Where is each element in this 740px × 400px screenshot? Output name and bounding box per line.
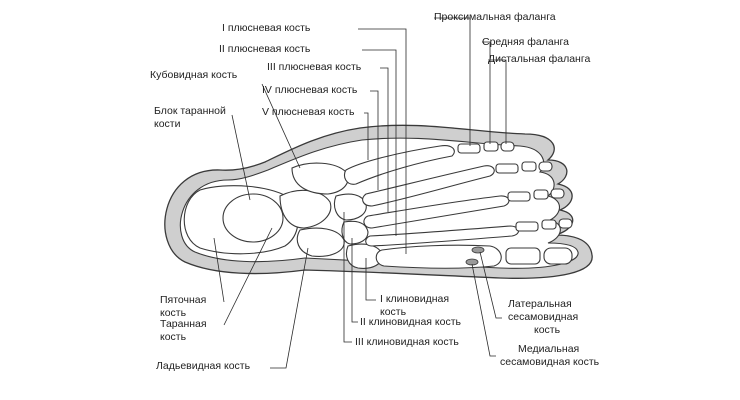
- toe1-proximal-phalanx: [505, 247, 541, 265]
- label-lateral-sesamoid-line1: Латеральная: [508, 298, 572, 310]
- toe4-distal-phalanx: [538, 161, 553, 172]
- label-lateral-sesamoid-line3: кость: [534, 324, 561, 336]
- label-talus-trochlea-line2: кости: [154, 118, 181, 130]
- cuboid-bone: [291, 162, 349, 195]
- leader-metatarsal-1: [358, 28, 407, 254]
- leader-metatarsal-3: [380, 67, 389, 212]
- leader-cuneiform-2: [351, 238, 358, 323]
- leader-cuneiform-3: [343, 212, 352, 343]
- toe3-distal-phalanx: [550, 188, 565, 199]
- label-cuneiform-1-line1: I клиновидная: [380, 293, 450, 305]
- label-metatarsal-3: III плюсневая кость: [267, 61, 362, 73]
- metatarsal-4-bone: [362, 165, 495, 207]
- toe5-proximal-phalanx: [457, 143, 481, 154]
- label-metatarsal-5: V плюсневая кость: [262, 106, 355, 118]
- label-calcaneus-line2: кость: [160, 307, 187, 319]
- label-medial-sesamoid-line1: Медиальная: [518, 343, 580, 355]
- toe5-distal-phalanx: [500, 141, 515, 152]
- talus-trochlea-bone: [222, 193, 284, 243]
- lateral-sesamoid-bone: [471, 246, 485, 254]
- leader-calcaneus: [213, 237, 225, 303]
- label-talus-line1: Таранная: [160, 318, 207, 330]
- toe2-proximal-phalanx: [515, 221, 539, 232]
- leader-cuboid: [261, 83, 301, 169]
- label-metatarsal-1: I плюсневая кость: [222, 22, 311, 34]
- leader-lateral-sesamoid: [479, 251, 502, 319]
- metatarsal-2-bone: [365, 225, 520, 247]
- toe2-middle-phalanx: [541, 219, 557, 230]
- label-cuboid: Кубовидная кость: [150, 69, 238, 81]
- cuneiform-3-bone: [333, 193, 367, 221]
- leader-cuneiform-1: [365, 258, 376, 301]
- label-lateral-sesamoid-line2: сесамовидная: [508, 311, 579, 323]
- leader-distal-phalanx: [488, 59, 507, 144]
- leader-talus: [223, 227, 273, 326]
- label-cuneiform-1-line2: кость: [380, 306, 407, 318]
- label-metatarsal-2: II плюсневая кость: [219, 43, 311, 55]
- navicular-bone: [296, 227, 345, 257]
- label-middle-phalanx: Средняя фаланга: [482, 36, 569, 48]
- leader-proximal-phalanx: [434, 17, 471, 146]
- leader-talus-trochlea: [231, 114, 251, 201]
- leader-metatarsal-4: [370, 90, 379, 190]
- cuneiform-2-bone: [341, 220, 369, 245]
- label-calcaneus-line1: Пяточная: [160, 294, 207, 306]
- label-talus-line2: кость: [160, 331, 187, 343]
- toe1-distal-phalanx: [543, 247, 573, 265]
- toe3-proximal-phalanx: [507, 191, 531, 202]
- metatarsal-5-bone: [343, 145, 455, 185]
- label-metatarsal-4: IV плюсневая кость: [262, 84, 358, 96]
- label-distal-phalanx: Дистальная фаланга: [488, 53, 591, 65]
- toe4-middle-phalanx: [521, 161, 537, 172]
- label-proximal-phalanx: Проксимальная фаланга: [434, 11, 556, 23]
- label-cuneiform-2: II клиновидная кость: [360, 316, 461, 328]
- label-medial-sesamoid-line2: сесамовидная кость: [500, 356, 600, 368]
- toe2-distal-phalanx: [558, 218, 573, 229]
- label-cuneiform-3: III клиновидная кость: [355, 336, 459, 348]
- leader-navicular: [270, 247, 309, 369]
- toe3-middle-phalanx: [533, 189, 549, 200]
- label-talus-trochlea-line1: Блок таранной: [154, 105, 226, 117]
- toe5-middle-phalanx: [483, 141, 499, 152]
- label-navicular: Ладьевидная кость: [156, 360, 251, 372]
- leader-metatarsal-2: [362, 49, 397, 236]
- leader-medial-sesamoid: [471, 263, 496, 357]
- metatarsal-3-bone: [363, 195, 510, 229]
- toe4-proximal-phalanx: [495, 163, 519, 174]
- leader-metatarsal-5: [364, 112, 369, 160]
- leader-middle-phalanx: [482, 41, 491, 144]
